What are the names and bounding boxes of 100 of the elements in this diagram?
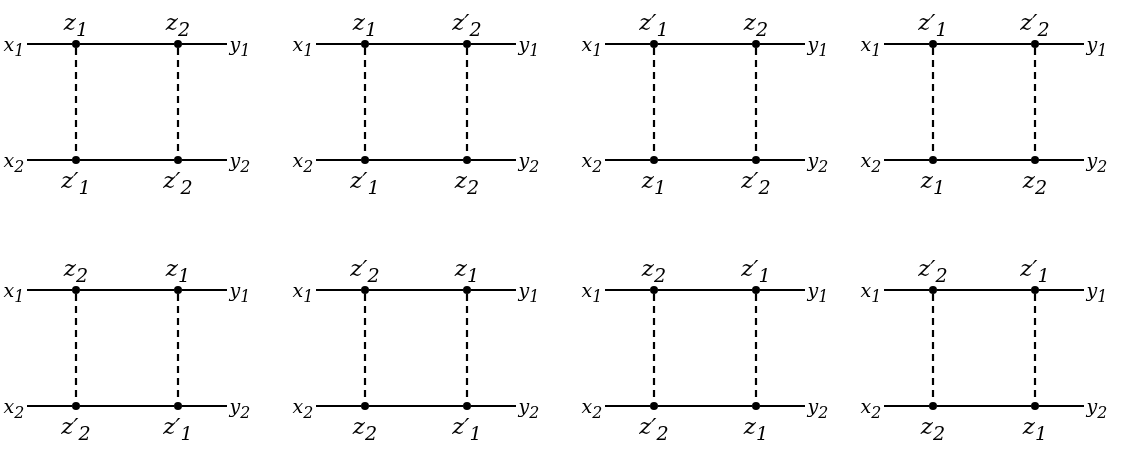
vertex-label: z$_{2}$	[640, 254, 668, 289]
line	[369, 404, 463, 408]
line-end-label: x$_{1}$	[290, 278, 316, 302]
vertex-label: z′$_{1}$	[61, 166, 91, 201]
line-end-label: y$_{1}$	[805, 32, 831, 56]
line	[182, 158, 227, 162]
line	[182, 42, 227, 46]
line-end-label: y$_{2}$	[1084, 394, 1110, 418]
line-end-label: y$_{2}$	[1084, 148, 1110, 172]
line	[937, 404, 1031, 408]
vertex-label: z′$_{2}$	[163, 166, 193, 201]
line	[1039, 404, 1084, 408]
line-end-label: x$_{2}$	[1, 148, 27, 172]
line	[605, 288, 650, 292]
line	[658, 404, 752, 408]
line-end-label: y$_{2}$	[516, 394, 542, 418]
vertex-label: z′$_{2}$	[350, 254, 380, 289]
line	[316, 158, 361, 162]
line-end-label: y$_{1}$	[227, 278, 253, 302]
vertex-label: z′$_{1}$	[741, 254, 771, 289]
line	[760, 158, 805, 162]
line	[316, 404, 361, 408]
line-end-label: y$_{2}$	[227, 148, 253, 172]
vertex-label: z$_{2}$	[351, 412, 379, 447]
vertex-label: z$_{1}$	[919, 166, 947, 201]
line-end-label: y$_{1}$	[1084, 32, 1110, 56]
line	[80, 42, 174, 46]
line-end-label: x$_{2}$	[579, 394, 605, 418]
line-end-label: x$_{2}$	[579, 148, 605, 172]
line-end-label: y$_{1}$	[516, 278, 542, 302]
line	[80, 404, 174, 408]
vertex-label: z$_{1}$	[351, 8, 379, 43]
vertex-label: z$_{2}$	[1021, 166, 1049, 201]
line	[937, 288, 1031, 292]
vertex-label: z$_{2}$	[919, 412, 947, 447]
vertex-label: z′$_{2}$	[639, 412, 669, 447]
line-end-label: x$_{2}$	[1, 394, 27, 418]
vertex-label: z′$_{2}$	[61, 412, 91, 447]
line	[1039, 42, 1084, 46]
line	[471, 404, 516, 408]
line-end-label: y$_{2}$	[227, 394, 253, 418]
line	[605, 158, 650, 162]
line	[27, 288, 72, 292]
line	[471, 42, 516, 46]
line	[369, 42, 463, 46]
line	[884, 288, 929, 292]
line-end-label: y$_{2}$	[805, 394, 831, 418]
line	[80, 158, 174, 162]
vertex-label: z′$_{1}$	[1020, 254, 1050, 289]
line	[27, 158, 72, 162]
line	[1039, 158, 1084, 162]
line	[471, 288, 516, 292]
vertex-label: z$_{2}$	[62, 254, 90, 289]
line	[27, 404, 72, 408]
line	[471, 158, 516, 162]
vertex-label: z′$_{1}$	[350, 166, 380, 201]
vertex-label: z′$_{1}$	[163, 412, 193, 447]
line-end-label: x$_{1}$	[858, 278, 884, 302]
line-end-label: x$_{1}$	[1, 278, 27, 302]
vertex-label: z$_{1}$	[1021, 412, 1049, 447]
vertex-label: z′$_{1}$	[452, 412, 482, 447]
line	[182, 288, 227, 292]
line	[937, 158, 1031, 162]
line	[80, 288, 174, 292]
line-end-label: x$_{2}$	[290, 394, 316, 418]
vertex-label: z$_{2}$	[453, 166, 481, 201]
line-end-label: y$_{1}$	[227, 32, 253, 56]
vertex-label: z$_{1}$	[453, 254, 481, 289]
line-end-label: y$_{1}$	[516, 32, 542, 56]
line	[182, 404, 227, 408]
line	[658, 158, 752, 162]
line	[760, 42, 805, 46]
line	[1039, 288, 1084, 292]
vertex-label: z′$_{2}$	[452, 8, 482, 43]
line-end-label: x$_{2}$	[858, 394, 884, 418]
line-end-label: x$_{1}$	[579, 32, 605, 56]
vertex-label: z′$_{2}$	[1020, 8, 1050, 43]
line-end-label: x$_{1}$	[858, 32, 884, 56]
vertex-label: z′$_{1}$	[639, 8, 669, 43]
vertex-label: z$_{1}$	[640, 166, 668, 201]
line-end-label: x$_{1}$	[579, 278, 605, 302]
vertex-label: z′$_{2}$	[918, 254, 948, 289]
line	[658, 288, 752, 292]
vertex-label: z$_{2}$	[742, 8, 770, 43]
line-end-label: y$_{1}$	[805, 278, 831, 302]
vertex-label: z$_{2}$	[164, 8, 192, 43]
vertex-label: z$_{1}$	[62, 8, 90, 43]
line	[884, 404, 929, 408]
line	[605, 404, 650, 408]
line-end-label: x$_{2}$	[858, 148, 884, 172]
line-end-label: x$_{1}$	[1, 32, 27, 56]
line-end-label: y$_{2}$	[805, 148, 831, 172]
line	[937, 42, 1031, 46]
line	[316, 42, 361, 46]
vertex-label: z$_{1}$	[742, 412, 770, 447]
line-end-label: y$_{1}$	[1084, 278, 1110, 302]
line	[605, 42, 650, 46]
line	[884, 158, 929, 162]
line	[658, 42, 752, 46]
line	[316, 288, 361, 292]
